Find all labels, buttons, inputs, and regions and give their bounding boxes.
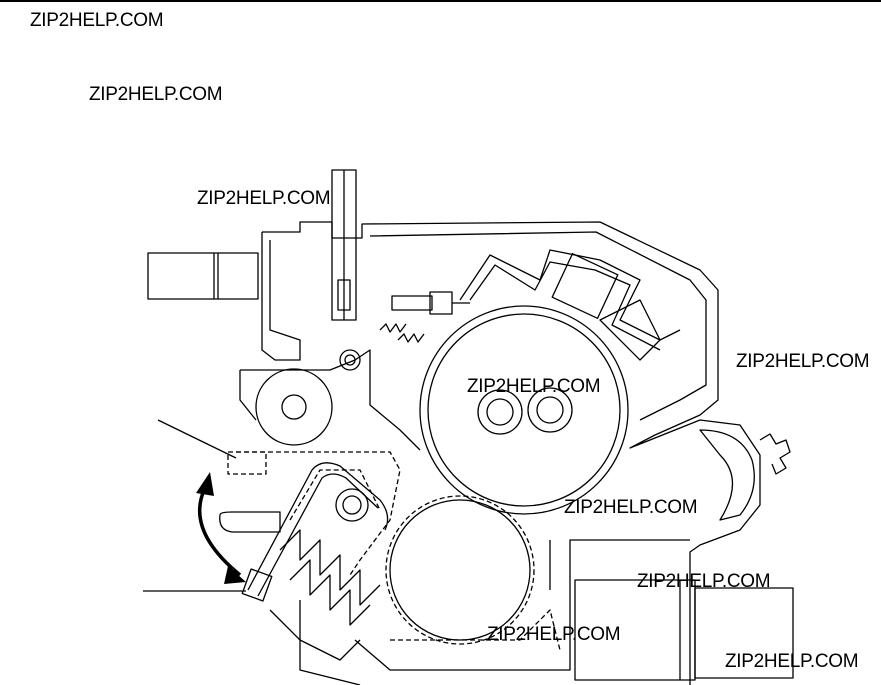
lower-roller: [385, 495, 535, 645]
watermark: ZIP2HELP.COM: [725, 651, 859, 672]
leader-line-upper: [157, 419, 237, 459]
release-lever-solid: [241, 462, 389, 602]
watermark: ZIP2HELP.COM: [637, 571, 771, 592]
right-bottom-block: [574, 579, 794, 681]
arrow-head-up: [196, 472, 214, 496]
inner-frame-outline: [369, 231, 707, 421]
center-connector: [391, 291, 470, 315]
coil-spring: [269, 529, 381, 661]
top-plunger: [331, 169, 357, 321]
main-frame-outline: [262, 221, 761, 685]
left-boss: [239, 349, 361, 446]
top-rule: [0, 0, 881, 2]
wire-harness-upper: [459, 249, 681, 361]
bottom-frame: [299, 539, 690, 685]
arrow-head-down: [224, 566, 246, 584]
watermark: ZIP2HELP.COM: [89, 84, 223, 105]
watermark: ZIP2HELP.COM: [487, 624, 621, 645]
watermark: ZIP2HELP.COM: [197, 188, 331, 209]
right-gear-lever: [699, 429, 791, 521]
frame-bottom-left: [240, 349, 421, 451]
small-springs: [379, 323, 425, 343]
frame-left-wall: [261, 232, 301, 361]
watermark: ZIP2HELP.COM: [30, 10, 164, 31]
left-slot: [219, 511, 281, 533]
watermark: ZIP2HELP.COM: [564, 497, 698, 518]
upper-roller: [419, 305, 629, 515]
left-connector: [147, 252, 259, 300]
bottom-guide: [390, 609, 561, 651]
watermark: ZIP2HELP.COM: [736, 351, 870, 372]
release-lever-dashed: [227, 451, 401, 576]
rotation-arrow: [197, 487, 242, 577]
watermark: ZIP2HELP.COM: [467, 376, 601, 397]
